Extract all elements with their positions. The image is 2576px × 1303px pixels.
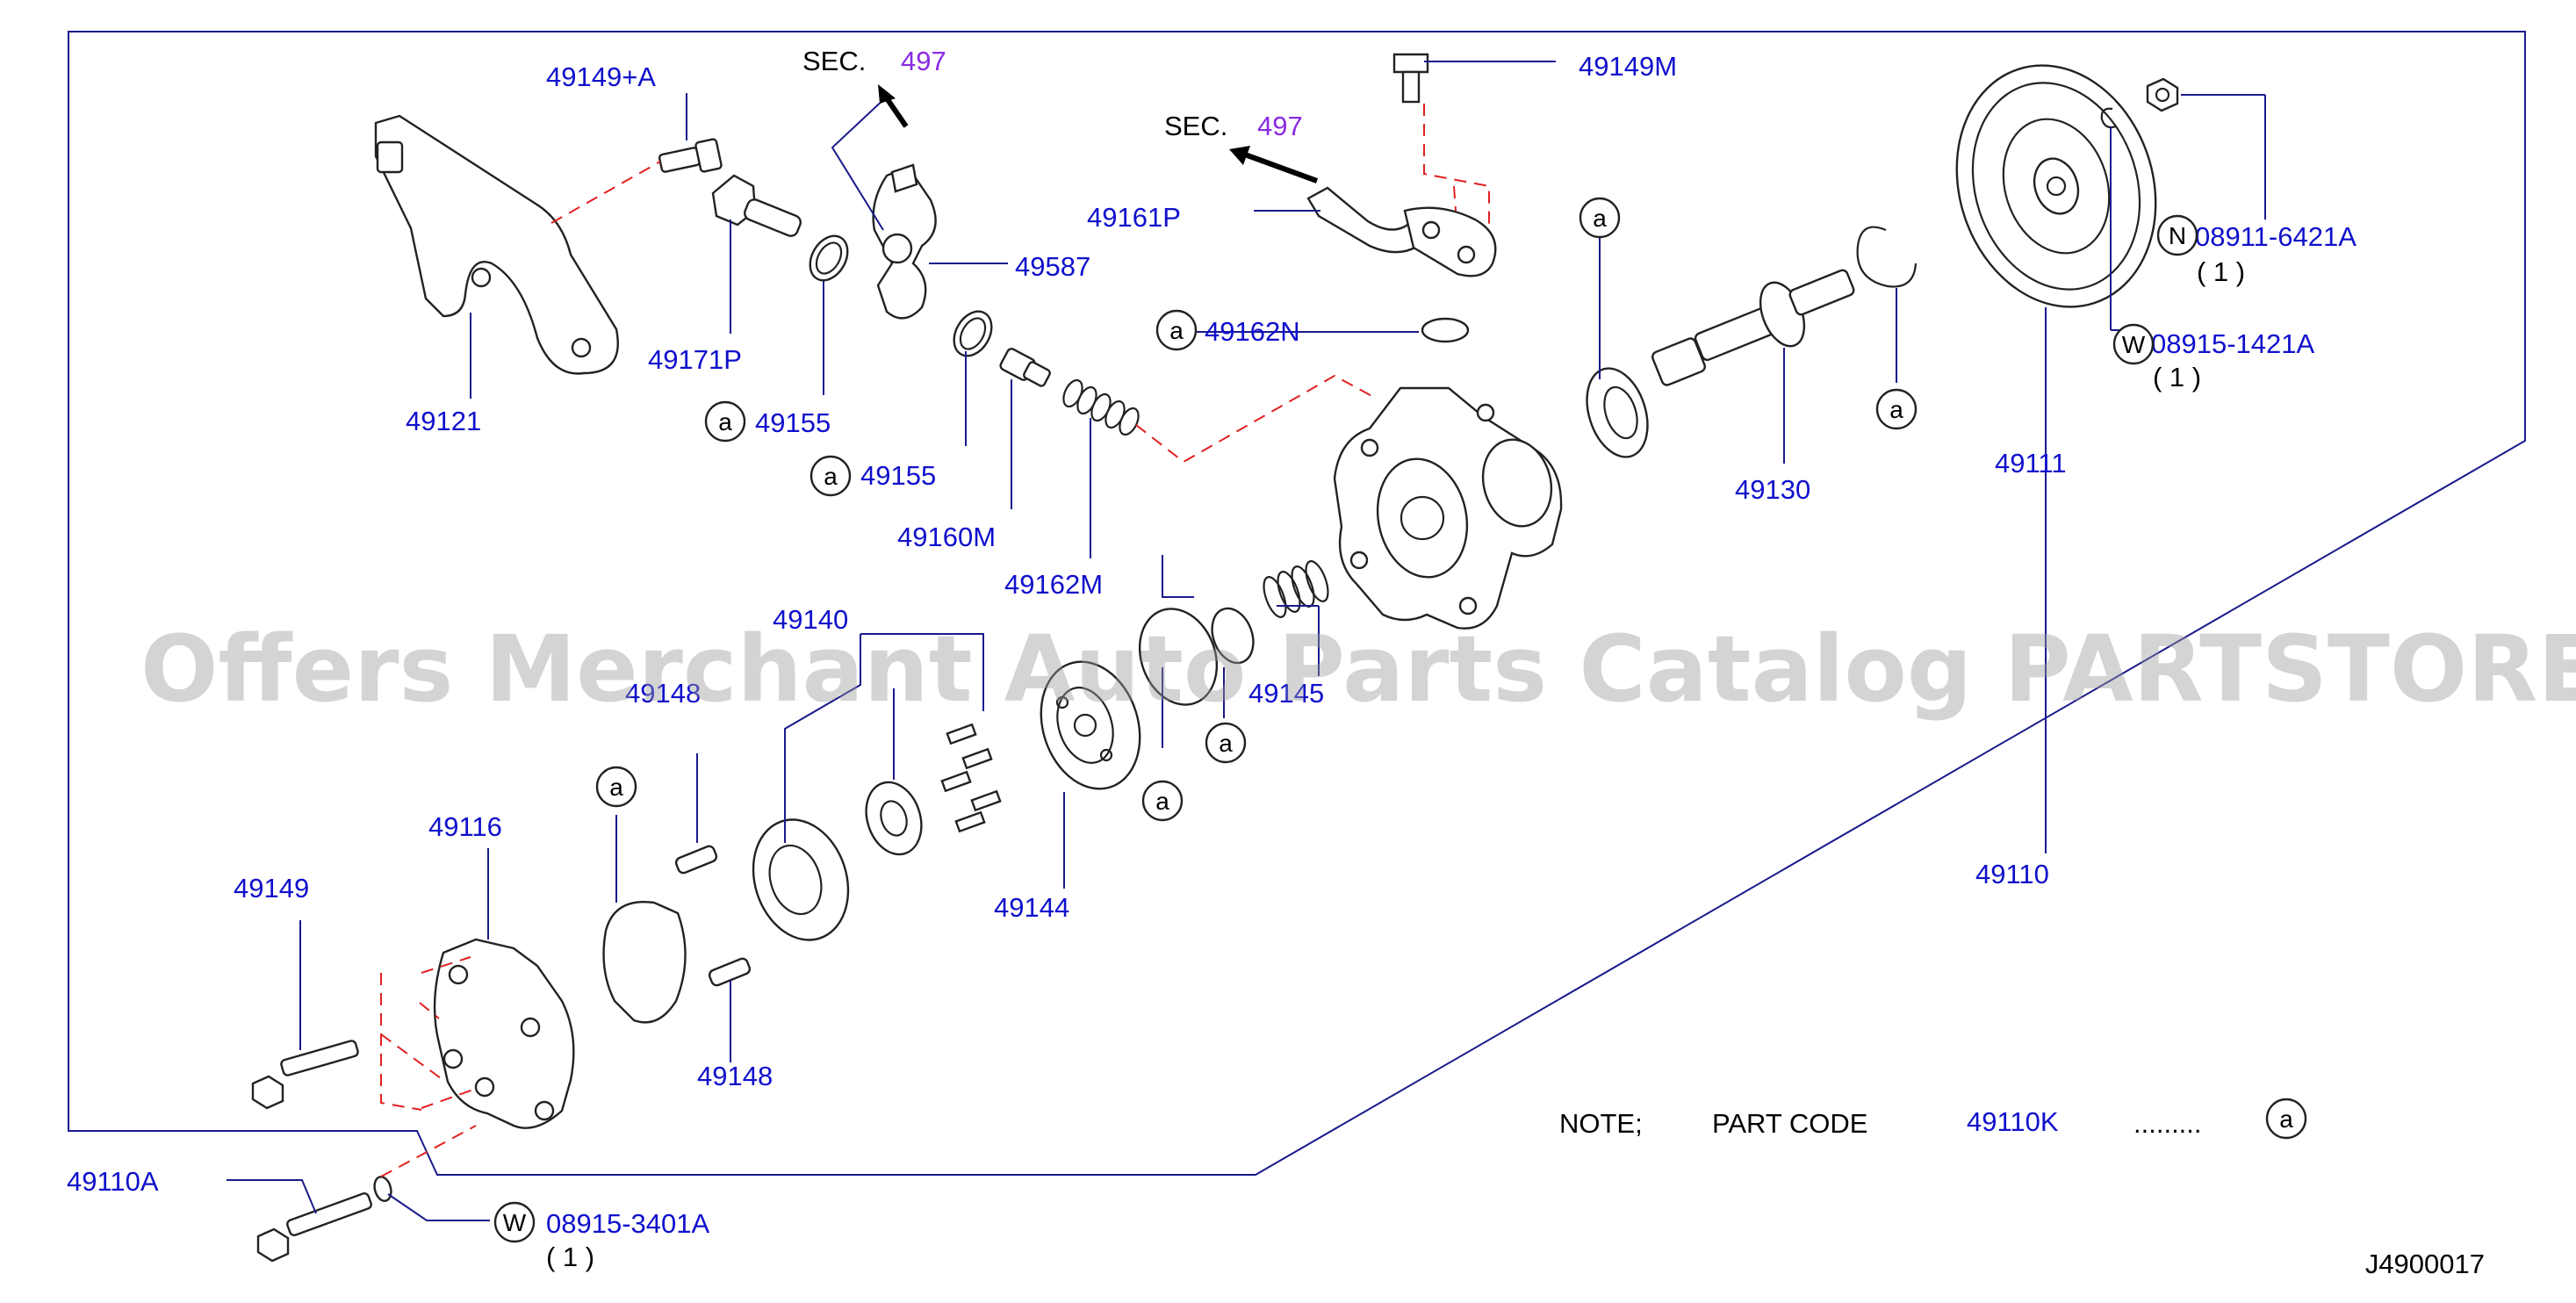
badges: a a a a a a a a a N W W — [493, 197, 2307, 1243]
watermark: Offers Merchant Auto Parts Catalog PARTS… — [140, 616, 2576, 723]
bolt-49149[interactable] — [251, 1040, 359, 1110]
label-49149[interactable]: 49149 — [234, 873, 309, 903]
label-49149a[interactable]: 49149+A — [546, 61, 656, 92]
note-dots: ......... — [2133, 1108, 2202, 1139]
section-number-2[interactable]: 497 — [1257, 111, 1303, 141]
rotor[interactable] — [857, 775, 930, 861]
note-row: NOTE; PART CODE 49110K ......... — [1559, 1106, 2202, 1139]
label-49149m[interactable]: 49149M — [1579, 51, 1677, 82]
label-49110a[interactable]: 49110A — [67, 1166, 159, 1197]
label-49162n[interactable]: 49162N — [1205, 316, 1300, 347]
badge-a: a — [1155, 788, 1169, 815]
oil-seal[interactable] — [1576, 361, 1658, 465]
plate-49144[interactable] — [1025, 649, 1155, 802]
spring-49162m[interactable] — [1060, 378, 1142, 438]
section-arrows — [878, 84, 1319, 184]
pin-49148-a[interactable] — [674, 845, 718, 875]
washer-08915-3401a[interactable] — [372, 1175, 394, 1203]
label-49587[interactable]: 49587 — [1015, 251, 1090, 282]
ring-49145[interactable] — [1126, 558, 1332, 716]
rear-cover-49116[interactable] — [433, 938, 575, 1129]
badge-n: N — [2169, 222, 2186, 249]
badge-a: a — [718, 408, 732, 436]
cam-ring-49140[interactable] — [738, 807, 863, 952]
section-label-1: SEC. — [802, 46, 866, 76]
badge-a: a — [1169, 317, 1184, 344]
part-labels: SEC. 497 SEC. 497 49149+A 49121 49171P 4… — [67, 46, 2357, 1272]
seal-ring-49155-b[interactable] — [946, 305, 999, 363]
qty-08915-3401a: ( 1 ) — [546, 1242, 594, 1272]
label-49110[interactable]: 49110 — [1975, 859, 2049, 889]
label-49160m[interactable]: 49160M — [897, 522, 996, 552]
label-49155-a[interactable]: 49155 — [755, 407, 831, 438]
connector-49587[interactable] — [872, 163, 937, 320]
label-08915-3401a[interactable]: 08915-3401A — [546, 1208, 709, 1239]
bolt-49149m[interactable] — [1392, 53, 1429, 104]
pump-body[interactable] — [1333, 386, 1563, 630]
bolt-49110a[interactable] — [256, 1191, 372, 1263]
bracket-49121[interactable] — [374, 114, 619, 375]
snap-ring[interactable] — [1856, 226, 1918, 288]
qty-08915-1421a: ( 1 ) — [2153, 362, 2201, 392]
badge-a: a — [1219, 730, 1233, 757]
label-49144[interactable]: 49144 — [994, 892, 1069, 923]
leader-lines — [227, 61, 2266, 1221]
label-49155-b[interactable]: 49155 — [860, 460, 936, 491]
label-49145[interactable]: 49145 — [1248, 678, 1324, 709]
badge-a: a — [824, 463, 838, 490]
label-08911-6421a[interactable]: 08911-6421A — [2195, 221, 2357, 252]
label-49121[interactable]: 49121 — [406, 406, 481, 436]
diagram-code: J4900017 — [2365, 1249, 2485, 1279]
label-49116[interactable]: 49116 — [428, 811, 502, 842]
badge-a: a — [1593, 205, 1607, 232]
o-ring-49162n[interactable] — [1421, 317, 1470, 343]
nut-08911[interactable] — [2146, 77, 2179, 112]
label-49171p[interactable]: 49171P — [648, 344, 742, 375]
label-49161p[interactable]: 49161P — [1087, 202, 1181, 233]
assembly-frame — [68, 31, 2526, 1176]
valve-49160m[interactable] — [999, 348, 1051, 387]
label-49148-a[interactable]: 49148 — [625, 678, 701, 709]
badge-a: a — [609, 774, 623, 801]
badge-w: W — [503, 1209, 527, 1236]
union-bolt-49171p[interactable] — [711, 174, 802, 238]
tube-49161p[interactable] — [1306, 186, 1497, 277]
pulley-49111[interactable] — [1926, 40, 2186, 333]
dashed-guides — [380, 104, 1490, 1177]
label-49140[interactable]: 49140 — [773, 604, 848, 635]
label-49130[interactable]: 49130 — [1735, 474, 1810, 505]
badge-w: W — [2122, 331, 2146, 358]
vanes[interactable] — [940, 723, 1002, 833]
label-49111[interactable]: 49111 — [1995, 448, 2067, 479]
badge-a: a — [1889, 396, 1903, 423]
label-49148-b[interactable]: 49148 — [697, 1061, 773, 1091]
label-08915-1421a[interactable]: 08915-1421A — [2151, 328, 2314, 359]
gasket[interactable] — [602, 901, 687, 1024]
note-part-code[interactable]: 49110K — [1967, 1106, 2059, 1137]
note-part-code-label: PART CODE — [1712, 1108, 1867, 1139]
qty-08911: ( 1 ) — [2197, 256, 2245, 287]
section-label-2: SEC. — [1164, 111, 1227, 141]
shaft-49130[interactable] — [1651, 269, 1855, 386]
bolt-49149a[interactable] — [658, 138, 723, 173]
section-number-1[interactable]: 497 — [901, 46, 946, 76]
note-prefix: NOTE; — [1559, 1108, 1643, 1139]
pin-49148-b[interactable] — [708, 957, 752, 987]
label-49162m[interactable]: 49162M — [1004, 569, 1103, 600]
badge-a: a — [2279, 1105, 2293, 1133]
seal-ring-49155-a[interactable] — [802, 229, 855, 287]
